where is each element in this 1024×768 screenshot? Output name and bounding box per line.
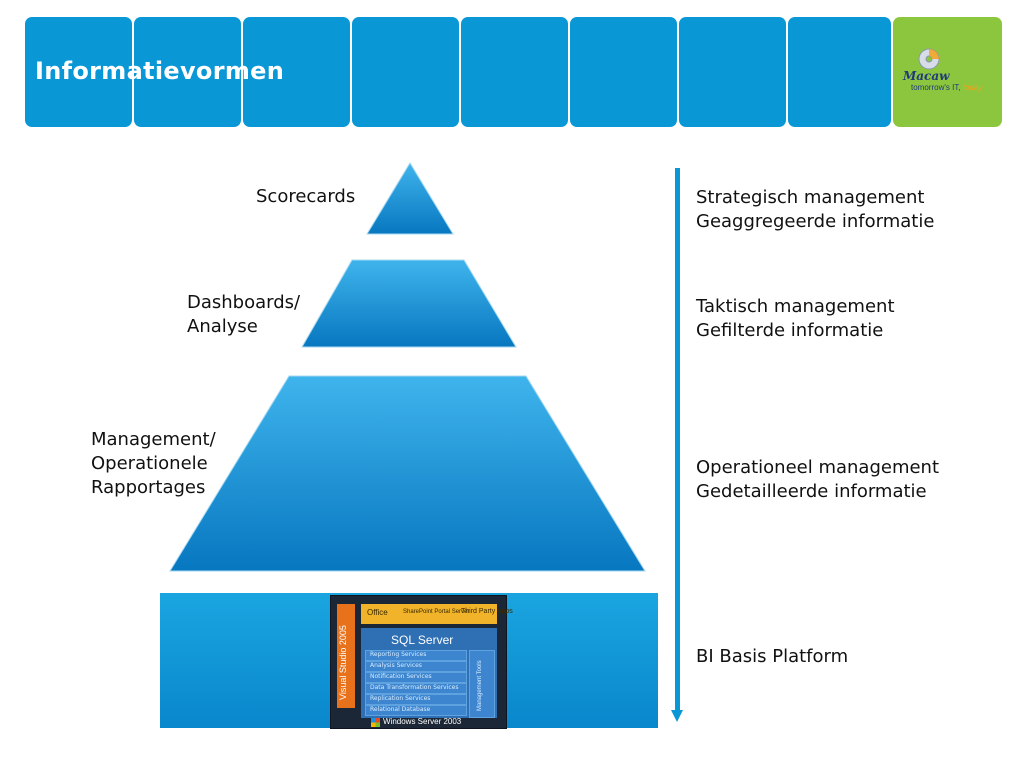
- windows-logo-icon: [371, 718, 380, 727]
- service-row: Replication Services: [365, 694, 467, 705]
- header-bar: Informatievormen Macaw tomorrow's IT, to…: [25, 17, 1002, 127]
- right-label-tactical: Taktisch management Gefilterde informati…: [696, 295, 895, 343]
- sharepoint-label: SharePoint Portal Server: [403, 609, 470, 615]
- service-row: Notification Services: [365, 672, 467, 683]
- right-label-line: Gefilterde informatie: [696, 320, 884, 341]
- right-label-platform: BI Basis Platform: [696, 646, 849, 667]
- windows-server-row: Windows Server 2003: [361, 717, 497, 728]
- header-segment: [25, 17, 132, 127]
- service-label: Relational Database: [370, 706, 431, 713]
- label-line: Rapportages: [91, 477, 206, 498]
- pyramid-level-bottom: [169, 375, 646, 572]
- label-management: Management/ Operationele Rapportages: [91, 428, 216, 500]
- label-line: Analyse: [187, 316, 258, 337]
- service-label: Analysis Services: [370, 662, 422, 669]
- sql-server-title: SQL Server: [391, 633, 454, 647]
- right-label-line: Taktisch management: [696, 296, 895, 317]
- pyramid-level-top: [366, 162, 454, 235]
- disc-icon: [918, 48, 940, 70]
- page-title: Informatievormen: [35, 57, 285, 85]
- header-segment: [788, 17, 891, 127]
- management-tools-label: Management Tools: [477, 660, 483, 711]
- right-label-line: Geaggregeerde informatie: [696, 211, 935, 232]
- pyramid-level-middle: [301, 259, 517, 348]
- logo-tagline-highlight: today: [962, 83, 983, 92]
- third-party-label: Third Party Apps: [461, 608, 513, 615]
- bi-platform-box: Visual Studio 2005 Office SharePoint Por…: [160, 593, 658, 729]
- management-tools-bar: Management Tools: [469, 650, 495, 718]
- header-segment: [134, 17, 241, 127]
- header-segment: [461, 17, 568, 127]
- service-label: Notification Services: [370, 673, 432, 680]
- platform-stack-image: Visual Studio 2005 Office SharePoint Por…: [330, 595, 513, 729]
- right-label-operational: Operationeel management Gedetailleerde i…: [696, 456, 939, 504]
- label-scorecards: Scorecards: [256, 186, 356, 207]
- service-row: Reporting Services: [365, 650, 467, 661]
- service-label: Data Transformation Services: [370, 684, 459, 691]
- header-segment: [352, 17, 459, 127]
- macaw-logo: Macaw tomorrow's IT, today: [893, 17, 1002, 127]
- visual-studio-label: Visual Studio 2005: [338, 625, 348, 700]
- right-label-strategic: Strategisch management Geaggregeerde inf…: [696, 186, 934, 234]
- visual-studio-bar: Visual Studio 2005: [337, 604, 355, 708]
- down-arrow-icon: [671, 710, 683, 722]
- label-line: Dashboards/: [187, 292, 301, 313]
- header-segment: [243, 17, 350, 127]
- office-row: Office SharePoint Portal Server Third Pa…: [361, 604, 513, 624]
- label-line: Operationele: [91, 453, 208, 474]
- header-segment: [570, 17, 677, 127]
- service-label: Replication Services: [370, 695, 431, 702]
- down-arrow-shaft: [675, 168, 680, 713]
- windows-server-label: Windows Server 2003: [383, 717, 462, 726]
- header-segment: [679, 17, 786, 127]
- service-row: Data Transformation Services: [365, 683, 467, 694]
- right-label-line: Operationeel management: [696, 457, 940, 478]
- service-row: Analysis Services: [365, 661, 467, 672]
- service-label: Reporting Services: [370, 651, 427, 658]
- label-dashboards: Dashboards/ Analyse: [187, 291, 300, 339]
- service-row: Relational Database: [365, 705, 467, 716]
- right-label-line: Strategisch management: [696, 187, 925, 208]
- logo-name: Macaw: [903, 69, 950, 83]
- label-line: Management/: [91, 429, 216, 450]
- sql-server-block: SQL Server Reporting Services Analysis S…: [361, 628, 497, 718]
- logo-tagline: tomorrow's IT, today: [911, 83, 982, 92]
- right-label-line: Gedetailleerde informatie: [696, 481, 927, 502]
- office-label: Office: [367, 608, 388, 617]
- logo-tagline-text: tomorrow's IT,: [911, 83, 961, 92]
